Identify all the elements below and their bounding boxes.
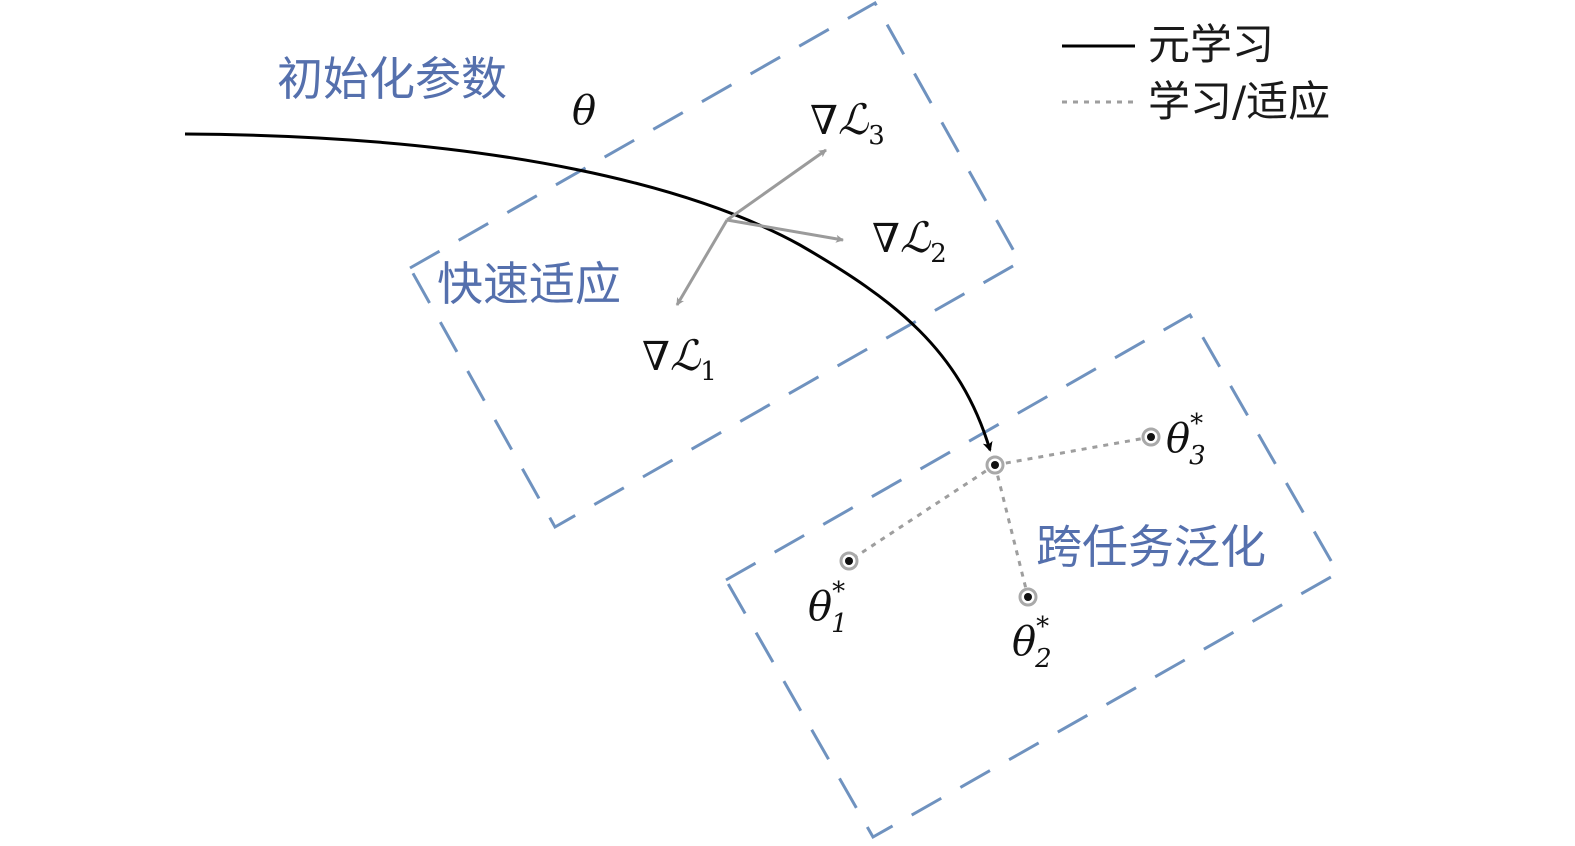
gradient-index: 2	[930, 239, 947, 269]
optimum-index: 3	[1189, 441, 1206, 471]
nabla-symbol: ∇	[642, 334, 670, 380]
gradient-label-1: ∇ℒ1	[642, 331, 717, 387]
fast-adaptation-box	[407, 0, 1023, 530]
fast-adapt-label: 快速适应	[437, 257, 621, 311]
adaptation-path-2	[993, 464, 1030, 598]
legend: 元学习 学习/适应	[1062, 20, 1330, 126]
optimum-1-point	[845, 557, 853, 565]
legend-learn-adapt-label: 学习/适应	[1148, 77, 1330, 126]
parameter-points	[839, 427, 1161, 607]
cross-task-box	[723, 312, 1341, 840]
gradient-arrow-2	[726, 218, 844, 243]
gradient-index: 3	[868, 121, 885, 151]
nabla-symbol: ∇	[872, 216, 900, 262]
theta-symbol: θ	[572, 88, 596, 134]
optimum-3-point	[1147, 433, 1155, 441]
optimum-2-point	[1024, 593, 1032, 601]
star-symbol: *	[1036, 612, 1049, 642]
optimum-label-2: θ*2	[1012, 612, 1052, 674]
star-symbol: *	[832, 577, 845, 607]
adaptation-path-3	[994, 435, 1152, 467]
meta-point	[991, 461, 999, 469]
adaptation-paths	[848, 435, 1152, 598]
loss-symbol: ℒ	[670, 331, 701, 380]
gradient-arrow-1	[675, 219, 729, 306]
nabla-symbol: ∇	[810, 98, 838, 144]
cross-task-label: 跨任务泛化	[1036, 520, 1266, 574]
theta-symbol: θ	[808, 584, 832, 630]
theta-symbol: θ	[1012, 619, 1036, 665]
gradient-arrow-3	[726, 148, 827, 222]
theta-symbol: θ	[1166, 416, 1190, 462]
loss-symbol: ℒ	[838, 95, 869, 144]
legend-meta-learning-label: 元学习	[1148, 20, 1274, 69]
optimum-index: 2	[1034, 644, 1052, 674]
optimum-label-3: θ*3	[1166, 409, 1206, 471]
adaptation-path-1	[848, 463, 996, 563]
optimum-label-1: θ*1	[808, 577, 848, 639]
optimum-index: 1	[831, 609, 848, 639]
gradient-index: 1	[700, 357, 717, 387]
gradient-label-3: ∇ℒ3	[810, 95, 885, 151]
gradient-label-2: ∇ℒ2	[872, 213, 947, 269]
gradient-arrows	[675, 148, 844, 306]
init-params-label: 初始化参数	[277, 52, 507, 106]
star-symbol: *	[1190, 409, 1203, 439]
loss-symbol: ℒ	[900, 213, 931, 262]
